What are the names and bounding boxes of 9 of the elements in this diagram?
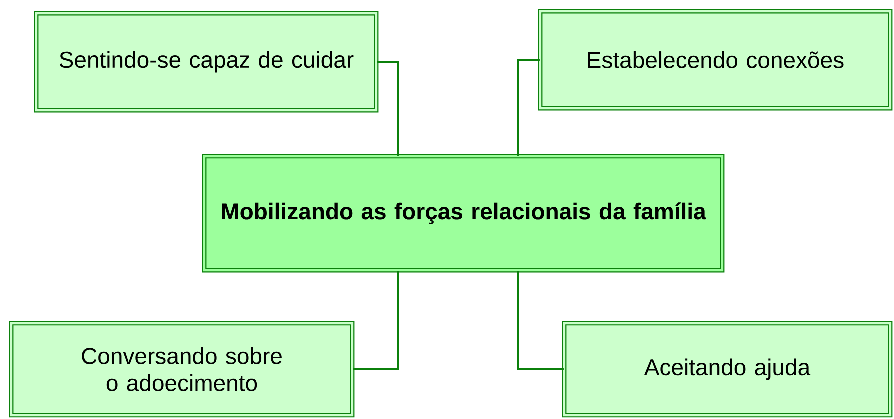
theme-box: Sentindo-se capaz de cuidar — [34, 11, 379, 113]
theme-box: Aceitando ajuda — [562, 321, 893, 418]
connector-line — [377, 61, 399, 156]
connector-line — [517, 271, 564, 370]
connector-line — [353, 271, 399, 370]
theme-box: Conversando sobre o adoecimento — [9, 321, 355, 418]
connector-line — [517, 59, 540, 156]
theme-box: Estabelecendo conexões — [538, 9, 893, 111]
central-box: Mobilizando as forças relacionais da família — [202, 154, 725, 273]
